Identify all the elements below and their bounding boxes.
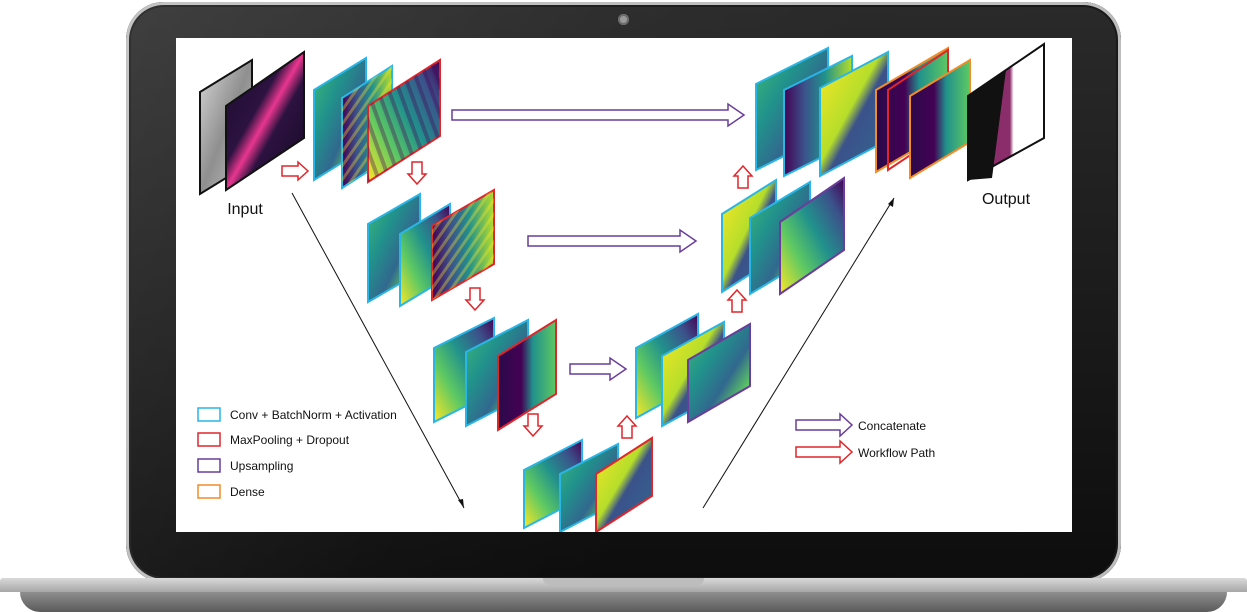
workflow-up-arrow: [726, 288, 748, 313]
decoder-path-line: [702, 197, 895, 509]
legend-item-pool: MaxPooling + Dropout: [197, 432, 350, 447]
decoder-level-1: [755, 46, 971, 180]
concatenate-arrow: [569, 356, 628, 382]
concatenate-arrow: [527, 228, 698, 254]
workflow-up-arrow: [732, 164, 754, 189]
unet-diagram: Input: [197, 42, 1045, 532]
workflow-down-arrow: [522, 413, 544, 438]
base-bottom: [20, 592, 1227, 612]
laptop-screen: Input: [176, 38, 1072, 532]
concatenate-arrow: [451, 102, 746, 128]
legend-swatch-dense: [197, 484, 221, 499]
legend-item-concatenate: Concatenate: [795, 412, 926, 438]
feature-map-pool: [595, 436, 653, 532]
input-stack: [199, 50, 305, 196]
layer-legend: Conv + BatchNorm + Activation MaxPooling…: [197, 407, 397, 499]
decoder-path-arrowhead: [888, 198, 894, 207]
legend-swatch-upsampling: [197, 458, 221, 473]
legend-label: Concatenate: [858, 419, 926, 433]
webcam-icon: [618, 14, 629, 25]
legend-item-workflow: Workflow Path: [795, 439, 935, 465]
output-segmentation-dark: [968, 70, 1006, 180]
feature-map-pool-overlay: [368, 60, 440, 182]
legend-item-upsampling: Upsampling: [197, 458, 293, 473]
legend-swatch-pool: [197, 432, 221, 447]
encoder-level-2: [367, 188, 495, 308]
workflow-up-arrow: [616, 414, 638, 439]
input-label: Input: [227, 201, 263, 218]
workflow-down-arrow: [406, 161, 428, 186]
legend-item-dense: Dense: [197, 484, 265, 499]
base-notch: [543, 578, 704, 586]
legend-label: Conv + BatchNorm + Activation: [230, 408, 397, 422]
legend-label: MaxPooling + Dropout: [230, 433, 350, 447]
input-map-magma: [225, 50, 305, 192]
encoder-level-3: [433, 316, 557, 432]
output-label: Output: [982, 191, 1031, 208]
encoder-level-1: [313, 56, 441, 190]
output-map: [967, 42, 1045, 182]
feature-map-pool: [497, 318, 557, 432]
legend-label: Dense: [230, 485, 265, 499]
legend-label: Workflow Path: [858, 446, 935, 460]
arrow-legend: Concatenate Workflow Path: [795, 412, 935, 465]
feature-map-upsample: [779, 176, 845, 296]
feature-map-pool-overlay: [432, 190, 494, 300]
encoder-path-line: [291, 192, 465, 509]
workflow-down-arrow: [464, 287, 486, 312]
decoder-level-3: [635, 312, 751, 428]
decoder-level-2: [721, 176, 845, 296]
bottleneck: [523, 436, 653, 532]
laptop-base: [0, 578, 1247, 612]
legend-swatch-conv: [197, 407, 221, 422]
workflow-arrow: [281, 160, 310, 182]
concatenate-arrow-icon: [795, 412, 854, 438]
feature-map-upsample: [687, 322, 751, 424]
legend-label: Upsampling: [230, 459, 293, 473]
encoder-path-arrowhead: [458, 499, 464, 508]
legend-item-conv: Conv + BatchNorm + Activation: [197, 407, 397, 422]
workflow-arrow-icon: [795, 439, 854, 465]
